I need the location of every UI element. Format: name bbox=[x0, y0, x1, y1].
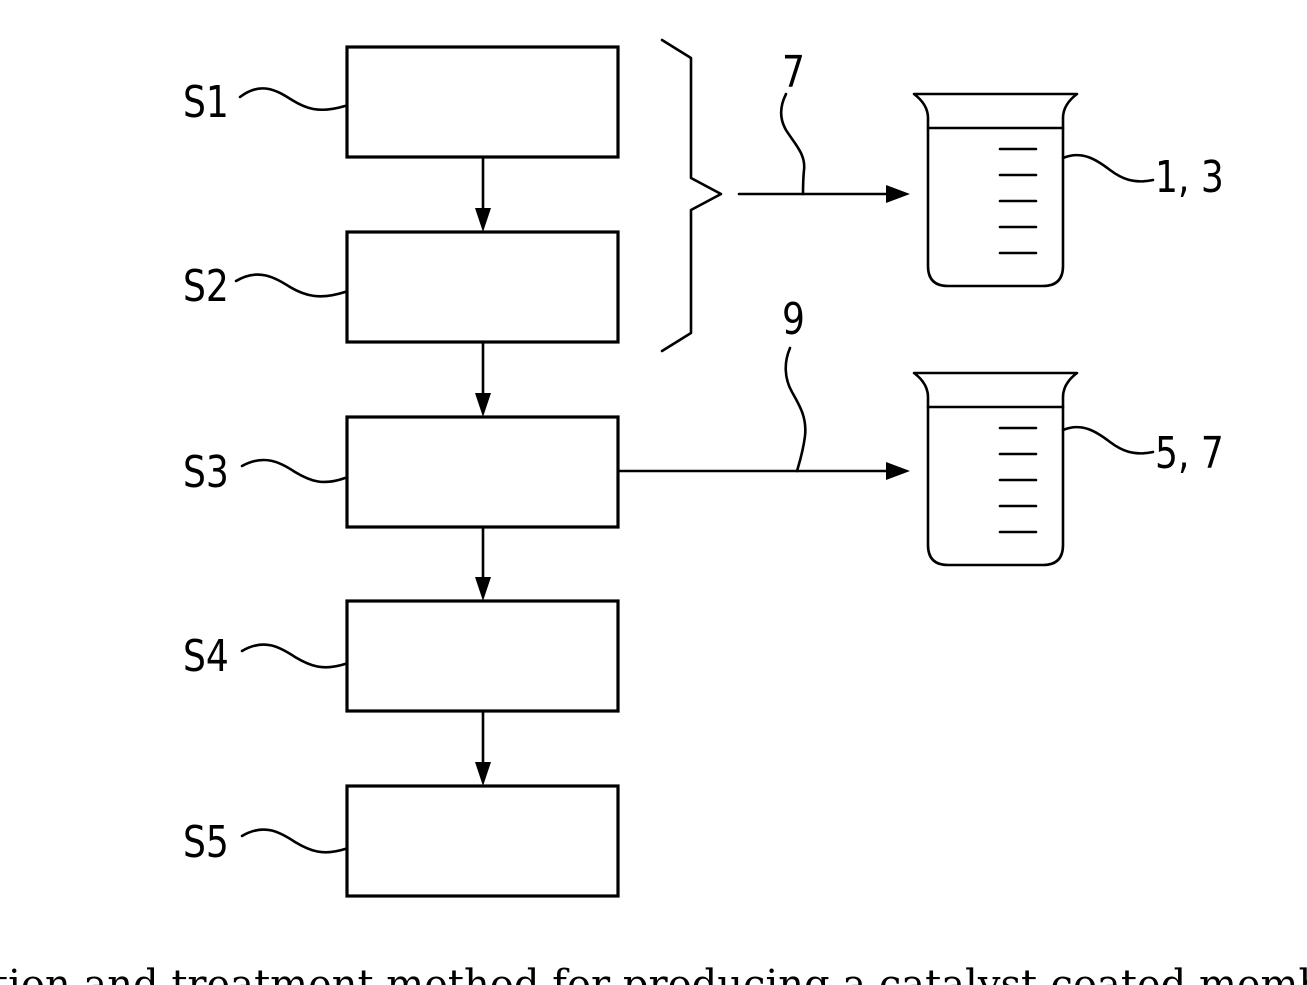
step-leader-s4 bbox=[242, 645, 345, 668]
step-box-s5 bbox=[347, 786, 618, 896]
grouping-brace bbox=[662, 40, 721, 351]
beaker-icon-2 bbox=[914, 373, 1077, 565]
caption-text: tion and treatment method for producing … bbox=[0, 962, 1307, 985]
step-leader-s2 bbox=[236, 275, 345, 297]
connector-label-9: 9 bbox=[782, 295, 805, 345]
step-leader-s5 bbox=[242, 830, 345, 853]
step-label-s5: S5 bbox=[183, 818, 229, 868]
connector-label-7: 7 bbox=[782, 48, 805, 98]
step-box-s3 bbox=[347, 417, 618, 527]
arrow-to-beaker-1 bbox=[739, 185, 910, 203]
step-label-s2: S2 bbox=[183, 262, 229, 312]
beaker-icon-1 bbox=[914, 94, 1077, 286]
step-label-s3: S3 bbox=[183, 448, 229, 498]
step-box-s2 bbox=[347, 232, 618, 342]
step-label-s1: S1 bbox=[183, 78, 229, 128]
beaker-leader-1 bbox=[1063, 155, 1153, 181]
step-leader-s3 bbox=[242, 460, 345, 482]
step-box-s4 bbox=[347, 601, 618, 711]
beaker-label-2: 5, 7 bbox=[1155, 429, 1224, 479]
step-leader-s1 bbox=[240, 88, 345, 109]
step-box-s1 bbox=[347, 47, 618, 157]
beaker-leader-2 bbox=[1063, 427, 1153, 453]
flow-arrow-s2-s3 bbox=[475, 342, 491, 417]
connector-leader-9 bbox=[786, 348, 806, 471]
beaker-label-1: 1, 3 bbox=[1155, 153, 1224, 203]
arrow-to-beaker-2 bbox=[618, 462, 910, 480]
flow-arrow-s4-s5 bbox=[475, 711, 491, 786]
caption-strip: tion and treatment method for producing … bbox=[0, 962, 1307, 985]
step-label-s4: S4 bbox=[183, 632, 229, 682]
flow-arrow-s1-s2 bbox=[475, 157, 491, 232]
flow-arrow-s3-s4 bbox=[475, 527, 491, 601]
connector-leader-7 bbox=[781, 94, 804, 194]
